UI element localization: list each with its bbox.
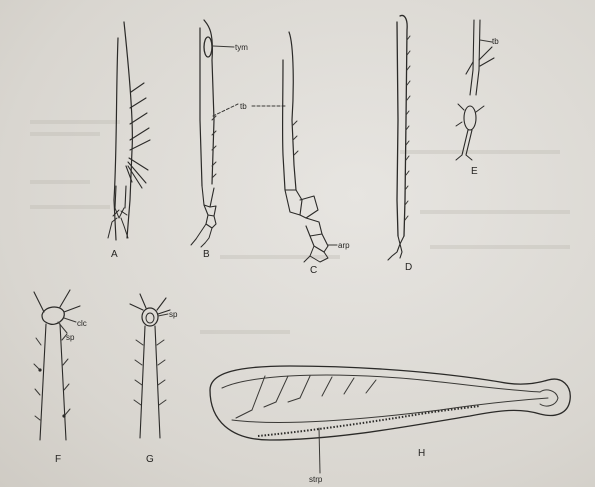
label-tb-e: tb [492,37,499,46]
tb-leader-e [480,40,492,42]
panel-label-f: F [55,454,61,465]
leg-b-drawing [191,20,216,247]
panel-label-c: C [310,265,317,276]
label-tb-b: tb [240,102,247,111]
label-sp-f: sp [66,333,75,342]
clc-leader-line [64,318,76,322]
tarsus-f-drawing [34,290,80,440]
leg-c-drawing [283,32,328,262]
sp-g-leader-line [158,314,168,316]
label-strp: strp [309,475,323,484]
leg-d-drawing [388,16,410,260]
label-sp-g: sp [169,310,178,319]
leg-a-drawing [108,22,150,240]
panel-label-b: B [203,249,210,260]
panel-label-d: D [405,262,412,273]
strp-leader-line [319,428,320,473]
femur-h-drawing [210,366,570,440]
tarsus-g-drawing [130,294,170,438]
panel-label-g: G [146,454,154,465]
label-clc: clc [77,319,87,328]
label-tym: tym [235,43,248,52]
tym-leader-line [213,46,234,47]
label-arp: arp [338,241,350,250]
panel-label-a: A [111,249,118,260]
sp-f-leader-line [58,322,67,333]
tb-leader-b [213,104,238,116]
panel-label-h: H [418,448,425,459]
panel-label-e: E [471,166,478,177]
